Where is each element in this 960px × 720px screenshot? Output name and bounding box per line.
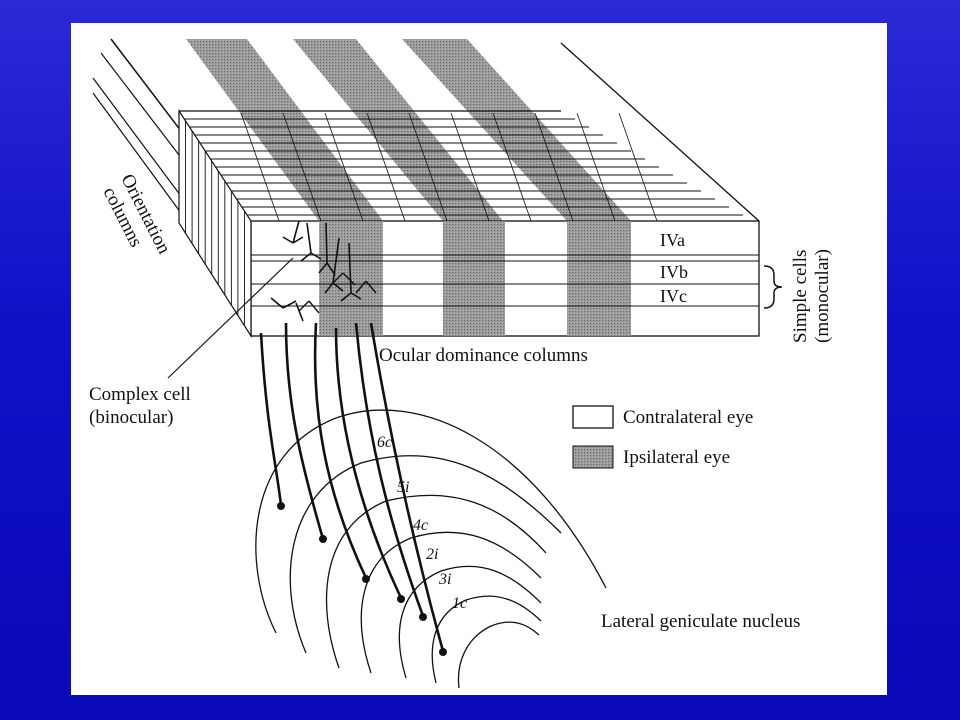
label-lgn: Lateral geniculate nucleus: [601, 611, 800, 632]
slab-divider: [282, 112, 322, 222]
lgn-arc-outer: [255, 409, 607, 634]
visual-cortex-diagram: Orientation columns IVa IVb IVc Simple c…: [89, 38, 833, 689]
axon-2: [284, 322, 325, 540]
label-lgn-4c: 4c: [413, 517, 428, 534]
lgn-arc-4c: [360, 531, 542, 674]
label-ocular-dominance: Ocular dominance columns: [379, 345, 588, 366]
simple-cells-bracket: [763, 265, 783, 309]
axon-1: [259, 332, 283, 506]
slab-divider: [366, 112, 406, 222]
slab-divider: [408, 112, 448, 222]
lgn-arc-1c: [457, 621, 540, 689]
label-lgn-6c: 6c: [377, 434, 392, 451]
lgn-axons: [259, 322, 447, 656]
complex-cell-leader: [167, 257, 294, 379]
legend-swatch-ipsi: [572, 445, 614, 469]
label-legend-contra: Contralateral eye: [623, 407, 753, 428]
axon-terminal-5: [419, 613, 427, 621]
label-layer-ivc: IVc: [660, 286, 687, 306]
slab-divider: [576, 112, 616, 222]
axon-terminal-3: [362, 575, 370, 583]
front-ipsi-column-2: [443, 221, 505, 336]
label-complex-cell-line2: (binocular): [89, 407, 173, 428]
label-layer-iva: IVa: [660, 230, 685, 250]
label-lgn-1c: 1c: [452, 595, 467, 612]
label-simple-cells-line2: (monocular): [812, 249, 833, 343]
label-layer-ivb: IVb: [660, 262, 688, 282]
lgn-arc-3i: [431, 595, 542, 684]
axon-5: [354, 322, 425, 617]
slab-divider: [450, 112, 490, 222]
label-lgn-3i: 3i: [438, 571, 451, 588]
axon-terminal-4: [397, 595, 405, 603]
slab-divider: [534, 112, 574, 222]
axon-3: [313, 322, 368, 579]
axon-6: [369, 322, 445, 652]
front-ipsi-column-3: [567, 221, 631, 336]
simple-cell-dendrites: [298, 272, 377, 314]
lgn-arc-2i: [398, 565, 542, 679]
surface-ipsi-stripes: [186, 39, 631, 221]
slab-divider: [324, 112, 364, 222]
figure-panel: Orientation columns IVa IVb IVc Simple c…: [71, 23, 887, 695]
lgn-arc-5i: [325, 494, 547, 669]
slab-divider: [492, 112, 532, 222]
slab-divider: [618, 112, 658, 222]
label-complex-cell-line1: Complex cell: [89, 384, 191, 405]
legend-swatch-contra: [572, 405, 614, 429]
complex-cell-dendrites: [270, 220, 362, 322]
label-lgn-5i: 5i: [397, 479, 409, 496]
cortical-neurons: [270, 220, 377, 322]
label-legend-ipsi: Ipsilateral eye: [623, 447, 730, 468]
lgn-arc-6c: [289, 455, 562, 654]
cortex-side-face: [178, 108, 252, 339]
label-simple-cells-line1: Simple cells: [790, 250, 811, 343]
axon-4: [334, 327, 403, 599]
axon-terminal-6: [439, 648, 447, 656]
label-lgn-2i: 2i: [426, 546, 438, 563]
axon-terminal-2: [319, 535, 327, 543]
slab-divider: [240, 112, 280, 222]
orientation-slab-lines: [179, 110, 743, 222]
axon-terminal-1: [277, 502, 285, 510]
